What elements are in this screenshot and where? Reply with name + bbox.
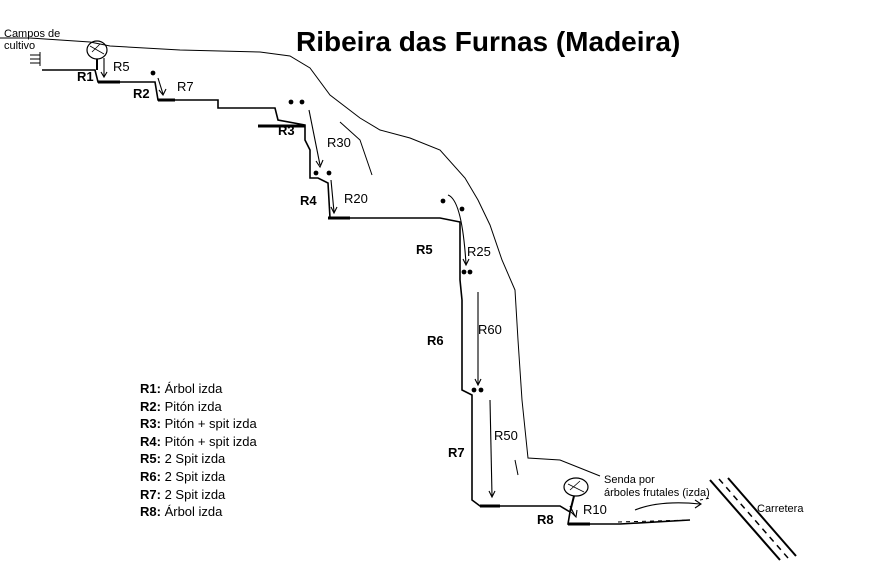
- rope-label-r8: R10: [583, 502, 607, 517]
- legend-row: R5: 2 Spit izda: [140, 450, 257, 468]
- trail-label-line2: árboles frutales (izda): [604, 487, 710, 499]
- rope-label-r2: R7: [177, 79, 194, 94]
- legend-value: Árbol izda: [164, 381, 223, 396]
- legend-value: Pitón + spit izda: [164, 416, 257, 432]
- trail-label-line1: Senda por: [604, 474, 655, 486]
- legend-row: R7: 2 Spit izda: [140, 486, 257, 504]
- station-label-r7: R7: [448, 445, 465, 460]
- legend-value: 2 Spit izda: [164, 486, 226, 502]
- legend-value: 2 Spit izda: [164, 451, 226, 467]
- fields-label-line2: cultivo: [4, 40, 36, 52]
- legend-key: R5:: [140, 451, 161, 467]
- rope-label-r4: R20: [344, 191, 368, 206]
- station-label-r8: R8: [537, 512, 554, 527]
- legend: R1: Árbol izda R2: Pitón izda R3: Pitón …: [140, 380, 257, 521]
- legend-row: R8: Árbol izda: [140, 503, 257, 521]
- anchor-dots: [150, 70, 484, 393]
- legend-key: R3:: [140, 416, 161, 432]
- legend-key: R7:: [140, 486, 161, 502]
- station-label-r2: R2: [133, 86, 150, 101]
- page-title: Ribeira das Furnas (Madeira): [296, 26, 681, 57]
- rope-label-r5: R25: [467, 244, 491, 259]
- fields-label: Campos de cultivo: [4, 28, 60, 52]
- legend-row: R6: 2 Spit izda: [140, 468, 257, 486]
- tree-icon: [86, 40, 108, 70]
- trail-label: Senda por árboles frutales (izda): [604, 474, 710, 500]
- field-hatch: [30, 52, 41, 66]
- legend-row: R2: Pitón izda: [140, 398, 257, 416]
- rope-label-r1: R5: [113, 59, 130, 74]
- legend-value: Árbol izda: [164, 504, 223, 520]
- canyon-floor-profile: [42, 69, 691, 525]
- legend-key: R1:: [140, 381, 161, 396]
- road-label: Carretera: [757, 503, 804, 515]
- station-label-r1: R1: [77, 69, 94, 84]
- rappel-arrows: [100, 58, 702, 519]
- inner-wall-line-1: [339, 121, 373, 176]
- legend-row: R4: Pitón + spit izda: [140, 433, 257, 451]
- station-label-r4: R4: [300, 193, 317, 208]
- fields-label-line1: Campos de: [4, 28, 61, 40]
- road: [709, 477, 797, 561]
- legend-key: R4:: [140, 433, 161, 449]
- legend-value: 2 Spit izda: [164, 468, 226, 484]
- trail-arrow: [699, 497, 711, 501]
- canyon-upper-wall: [0, 37, 601, 477]
- station-label-r3: R3: [278, 123, 295, 138]
- station-label-r5: R5: [416, 242, 433, 257]
- legend-row: R3: Pitón + spit izda: [140, 415, 257, 433]
- legend-key: R2:: [140, 398, 161, 414]
- station-label-r6: R6: [427, 333, 444, 348]
- rope-label-r3: R30: [327, 135, 351, 150]
- rope-label-r6: R60: [478, 322, 502, 337]
- legend-key: R6:: [140, 468, 161, 484]
- legend-row: R1: Árbol izda: [140, 380, 257, 398]
- tree-icon: [563, 477, 589, 513]
- rope-label-r7: R50: [494, 428, 518, 443]
- legend-value: Pitón + spit izda: [164, 433, 257, 449]
- legend-value: Pitón izda: [164, 398, 222, 414]
- inner-wall-line-2: [514, 459, 519, 476]
- legend-key: R8:: [140, 504, 161, 520]
